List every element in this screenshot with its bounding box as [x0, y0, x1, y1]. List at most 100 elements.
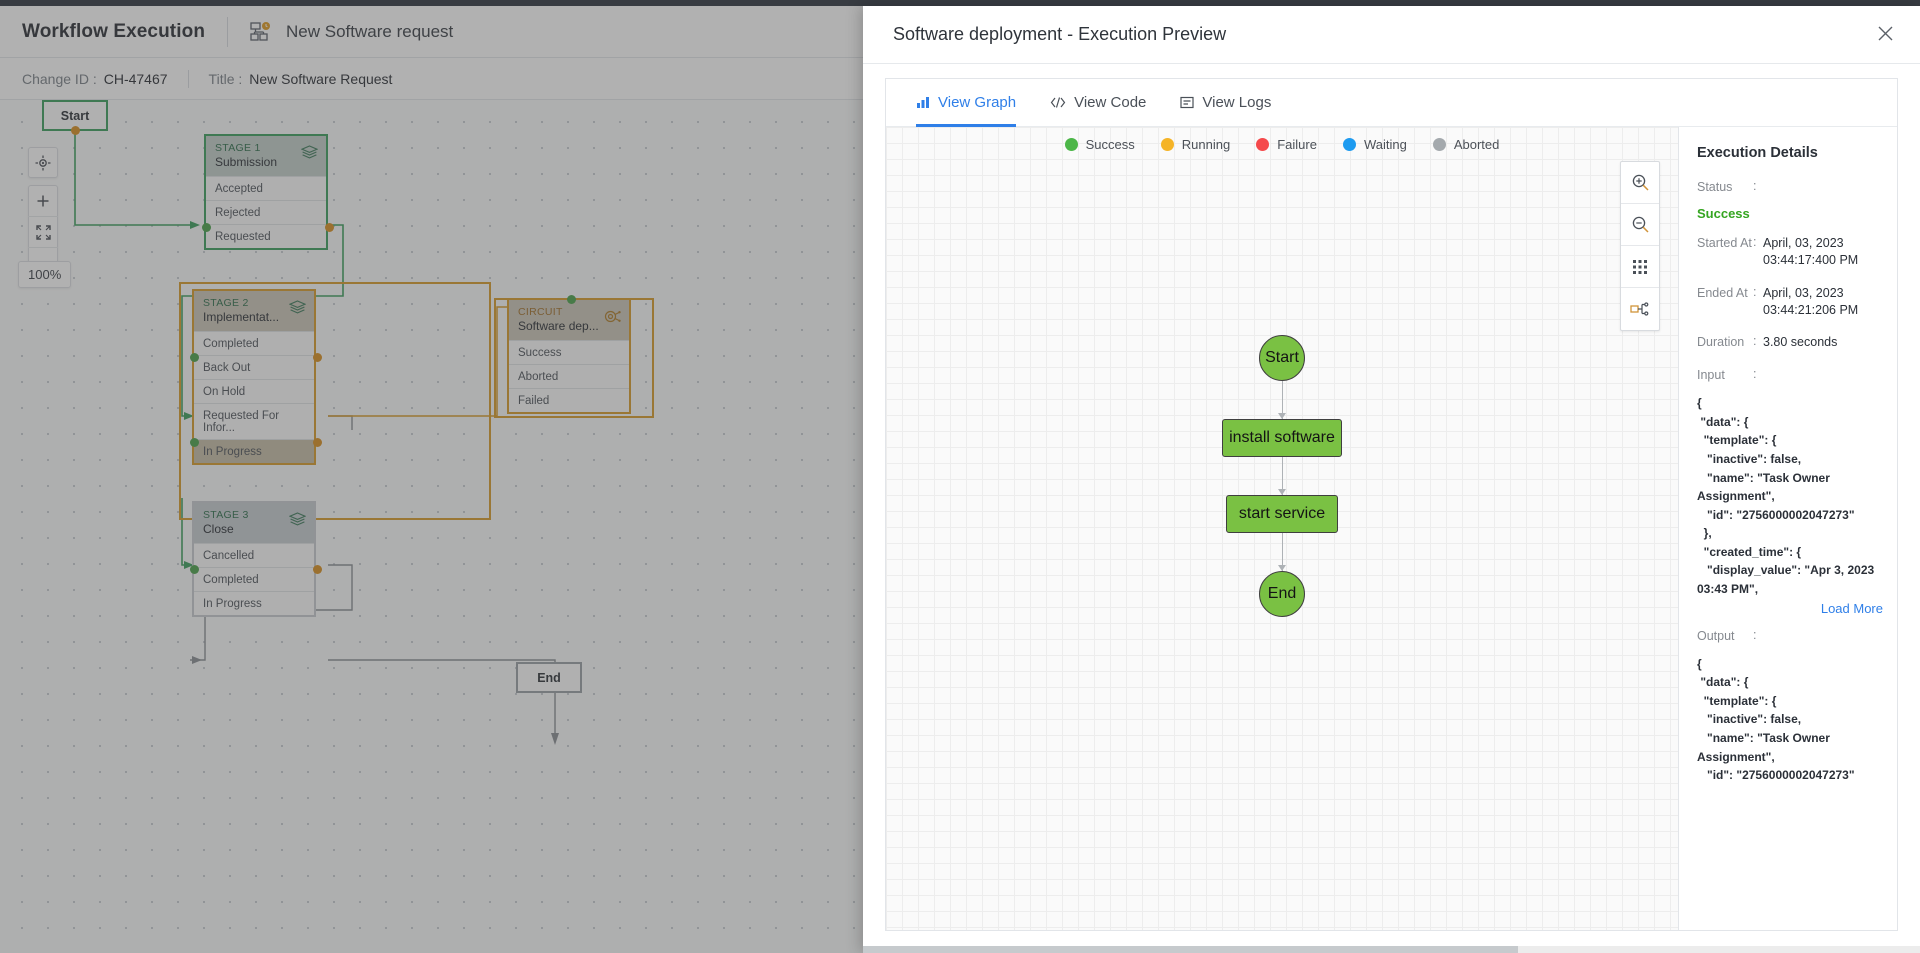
plus-icon[interactable]	[28, 186, 58, 217]
execution-details-panel[interactable]: Execution Details Status : Success Start…	[1679, 127, 1897, 930]
stage-2-input-port-bottom[interactable]	[190, 438, 199, 447]
load-more-button[interactable]: Load More	[1820, 600, 1883, 616]
tab-view-code[interactable]: View Code	[1050, 79, 1146, 127]
circuit-row[interactable]: Failed	[509, 388, 629, 412]
layers-icon	[288, 300, 307, 319]
output-json: { "data": { "template": { "inactive": fa…	[1697, 656, 1855, 783]
layout-icon[interactable]	[1621, 288, 1659, 330]
close-icon[interactable]	[1877, 24, 1894, 46]
stage-2-row[interactable]: Requested For Infor...	[194, 403, 314, 439]
start-output-port[interactable]	[71, 126, 80, 135]
stage-3-output-port[interactable]	[313, 565, 322, 574]
stage-2-output-port-bottom[interactable]	[313, 438, 322, 447]
stage-2-row-active[interactable]: In Progress	[194, 439, 314, 463]
status-badge: Success	[1697, 205, 1750, 221]
started-colon: :	[1753, 234, 1757, 249]
stage-3-row[interactable]: Completed	[194, 567, 314, 591]
circuit-row[interactable]: Aborted	[509, 364, 629, 388]
output-colon: :	[1753, 627, 1757, 642]
stage-card-1[interactable]: STAGE 1 Submission Accepted Rejected Req…	[202, 134, 334, 250]
stage-2-header: STAGE 2 Implementat...	[194, 291, 314, 331]
stage-2-input-port[interactable]	[190, 353, 199, 362]
status-legend: Success Running Failure	[886, 137, 1678, 152]
stage-2-row[interactable]: Back Out	[194, 355, 314, 379]
output-row: Output :	[1697, 628, 1883, 645]
stage-2-group-border	[179, 282, 491, 520]
preview-card: View Graph View Code	[863, 78, 1920, 953]
circuit-input-port[interactable]	[567, 295, 576, 304]
start-node[interactable]: Start	[42, 100, 108, 135]
header-divider	[227, 16, 229, 47]
circuit-name: Software dep...	[518, 319, 599, 333]
status-row: Status :	[1697, 179, 1883, 196]
duration-value: 3.80 seconds	[1763, 335, 1838, 350]
tab-view-graph-label: View Graph	[938, 94, 1017, 111]
started-at-value: April, 03, 2023 03:44:17:400 PM	[1763, 235, 1859, 267]
layers-icon	[300, 145, 319, 164]
stage-1-name: Submission	[215, 155, 278, 169]
spacer	[1697, 322, 1883, 334]
canvas-center-control[interactable]	[28, 147, 58, 178]
duration-label: Duration	[1697, 335, 1745, 350]
subbar-divider	[187, 69, 189, 88]
graph-toolbar	[1620, 161, 1660, 331]
stage-2-name: Implementat...	[203, 310, 280, 324]
graph-node-install-software[interactable]: install software	[1222, 419, 1342, 457]
legend-dot-running	[1160, 138, 1174, 151]
page-title: Workflow Execution	[22, 20, 206, 42]
stage-1-row[interactable]: Rejected	[206, 200, 326, 224]
circuit-icon	[604, 309, 621, 329]
tab-view-logs[interactable]: View Logs	[1180, 79, 1271, 127]
grid-icon[interactable]	[1621, 246, 1659, 288]
end-node-label: End	[516, 662, 582, 693]
circuit-row[interactable]: Success	[509, 340, 629, 364]
horizontal-scrollbar-thumb[interactable]	[863, 946, 1519, 953]
stage-card-3[interactable]: STAGE 3 Close Cancelled Completed In Pro…	[190, 501, 322, 617]
target-icon[interactable]	[28, 148, 58, 177]
legend-label-aborted: Aborted	[1453, 137, 1500, 152]
legend-label-running: Running	[1181, 137, 1231, 152]
graph-node-end[interactable]: End	[1259, 571, 1305, 617]
stage-1-input-port[interactable]	[202, 223, 211, 232]
logs-icon	[1180, 96, 1194, 109]
legend-item-success: Success	[1064, 137, 1135, 152]
fit-screen-icon[interactable]	[28, 217, 58, 248]
stage-1-row[interactable]: Requested	[206, 224, 326, 248]
legend-item-aborted: Aborted	[1432, 137, 1500, 152]
stage-card-2[interactable]: STAGE 2 Implementat... Completed Back Ou…	[190, 289, 322, 465]
workflow-name: New Software request	[286, 21, 454, 41]
stage-2-output-port-top[interactable]	[313, 353, 322, 362]
legend-item-running: Running	[1160, 137, 1231, 152]
execution-graph[interactable]: Success Running Failure	[886, 127, 1679, 930]
tab-view-logs-label: View Logs	[1202, 94, 1272, 111]
tab-view-code-label: View Code	[1074, 94, 1147, 111]
preview-content: Success Running Failure	[886, 127, 1897, 930]
graph-node-start[interactable]: Start	[1259, 335, 1305, 381]
stage-2-row[interactable]: Completed	[194, 331, 314, 355]
circuit-header: CIRCUIT Software dep...	[509, 300, 629, 340]
graph-edge	[1278, 533, 1286, 571]
legend-dot-waiting	[1342, 138, 1356, 151]
stage-1-output-port[interactable]	[325, 223, 334, 232]
stage-3-row[interactable]: In Progress	[194, 591, 314, 615]
legend-dot-success	[1064, 138, 1078, 151]
panel-header: Software deployment - Execution Preview	[863, 6, 1920, 64]
duration-row: Duration : 3.80 seconds	[1697, 334, 1883, 351]
circuit-card[interactable]: CIRCUIT Software dep... Success Aborted	[507, 295, 631, 414]
zoom-out-icon[interactable]	[1621, 204, 1659, 246]
graph-node-start-service[interactable]: start service	[1226, 495, 1338, 533]
zoom-in-icon[interactable]	[1621, 162, 1659, 204]
stage-2-row[interactable]: On Hold	[194, 379, 314, 403]
tab-view-graph[interactable]: View Graph	[916, 79, 1017, 127]
horizontal-scrollbar[interactable]	[863, 946, 1920, 953]
stage-2-kicker: STAGE 2	[203, 297, 249, 309]
end-node[interactable]: End	[516, 662, 582, 693]
stage-3-name: Close	[203, 522, 234, 536]
stage-3-input-port[interactable]	[190, 565, 199, 574]
stage-3-kicker: STAGE 3	[203, 509, 249, 521]
stage-3-row[interactable]: Cancelled	[194, 543, 314, 567]
stage-1-row[interactable]: Accepted	[206, 176, 326, 200]
input-colon: :	[1753, 367, 1757, 382]
duration-colon: :	[1753, 334, 1757, 349]
stage-1-header: STAGE 1 Submission	[206, 136, 326, 176]
